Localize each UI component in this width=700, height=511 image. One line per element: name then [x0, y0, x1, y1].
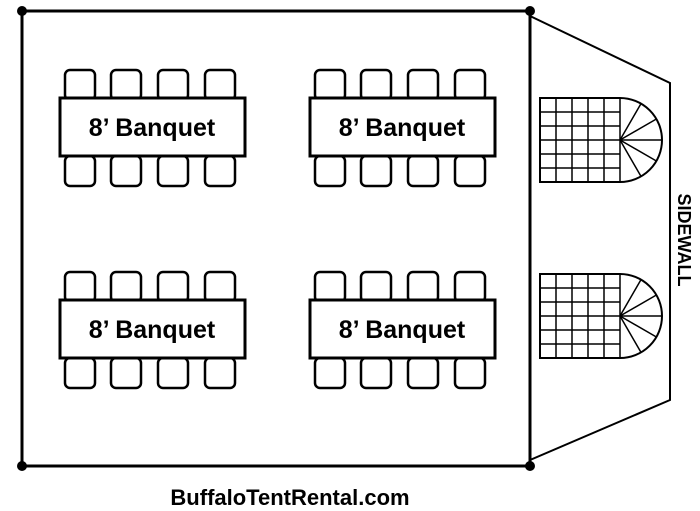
- table-top: [308, 96, 497, 158]
- table-top: [308, 298, 497, 360]
- chair: [109, 154, 143, 188]
- tent-pole: [17, 461, 27, 471]
- chair: [63, 154, 97, 188]
- chair: [453, 68, 487, 102]
- chair: [313, 68, 347, 102]
- tent-pole: [525, 461, 535, 471]
- stairs-top: [539, 97, 663, 183]
- chair: [406, 68, 440, 102]
- chair: [453, 356, 487, 390]
- chair: [406, 270, 440, 304]
- table-label: 8’ Banquet: [89, 316, 216, 344]
- chair: [453, 270, 487, 304]
- chair: [313, 356, 347, 390]
- table-label: 8’ Banquet: [89, 114, 216, 142]
- table-label: 8’ Banquet: [339, 316, 466, 344]
- chair: [313, 270, 347, 304]
- chair: [156, 68, 190, 102]
- sidewall-extension: [529, 14, 671, 462]
- banquet-table-2: 8’ Banquet: [308, 68, 497, 188]
- chair: [359, 270, 393, 304]
- chair: [313, 154, 347, 188]
- chair: [203, 68, 237, 102]
- footer-website: BuffaloTentRental.com: [170, 485, 409, 510]
- chair: [453, 154, 487, 188]
- sidewall-label: SIDEWALL: [674, 194, 694, 287]
- chair: [109, 356, 143, 390]
- chair: [406, 356, 440, 390]
- stairs-bottom: [539, 273, 663, 359]
- banquet-table-3: 8’ Banquet: [58, 270, 247, 390]
- chair: [156, 154, 190, 188]
- chair: [109, 68, 143, 102]
- tent-pole: [525, 6, 535, 16]
- chair: [63, 270, 97, 304]
- chair: [359, 68, 393, 102]
- banquet-table-4: 8’ Banquet: [308, 270, 497, 390]
- chair: [156, 356, 190, 390]
- chair: [156, 270, 190, 304]
- table-top: [58, 96, 247, 158]
- chair: [203, 270, 237, 304]
- chair: [203, 356, 237, 390]
- chair: [359, 356, 393, 390]
- chair: [63, 356, 97, 390]
- chair: [359, 154, 393, 188]
- chair: [109, 270, 143, 304]
- chair: [203, 154, 237, 188]
- chair: [63, 68, 97, 102]
- chair: [406, 154, 440, 188]
- table-top: [58, 298, 247, 360]
- tent-pole: [17, 6, 27, 16]
- table-label: 8’ Banquet: [339, 114, 466, 142]
- banquet-table-1: 8’ Banquet: [58, 68, 247, 188]
